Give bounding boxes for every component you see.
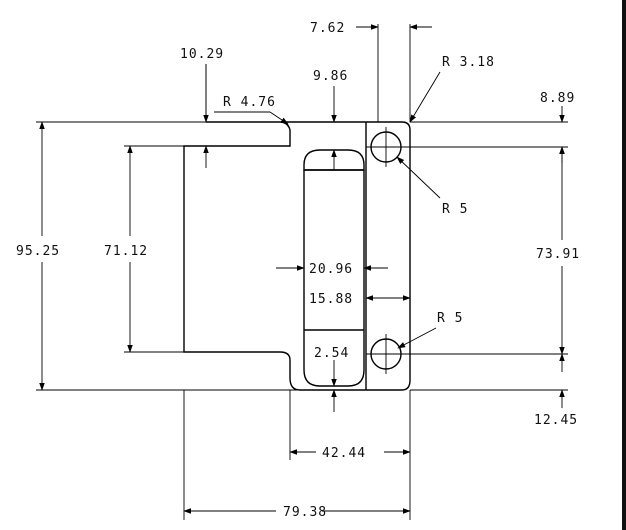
dim-slot-width: 9.86 bbox=[313, 69, 348, 84]
dimension-lines bbox=[39, 24, 565, 514]
window-edge bbox=[622, 0, 626, 530]
dim-hole-spacing: 7.62 bbox=[310, 21, 345, 36]
dim-hole-top-offset: 8.89 bbox=[540, 91, 575, 106]
dim-overall-height: 95.25 bbox=[16, 244, 60, 259]
dim-hole-spacing-vertical: 73.91 bbox=[536, 247, 580, 262]
dim-slot-center: 20.96 bbox=[309, 262, 353, 277]
dim-flange-width: 42.44 bbox=[322, 446, 366, 461]
dim-hole-radius-upper: R 5 bbox=[442, 202, 468, 217]
hole-upper bbox=[366, 127, 568, 167]
dim-slot-end: 2.54 bbox=[314, 346, 349, 361]
dimension-labels: 7.62 10.29 R 4.76 9.86 R 3.18 8.89 95.25… bbox=[16, 21, 580, 520]
dim-inner-height: 71.12 bbox=[104, 244, 148, 259]
dim-top-radius: R 4.76 bbox=[223, 95, 276, 110]
dim-slot-edge: 15.88 bbox=[309, 292, 353, 307]
extension-lines bbox=[36, 24, 568, 520]
dim-overall-width: 79.38 bbox=[283, 505, 327, 520]
dim-top-offset: 10.29 bbox=[180, 47, 224, 62]
dim-hole-radius-lower: R 5 bbox=[437, 311, 463, 326]
dim-corner-radius: R 3.18 bbox=[442, 55, 495, 70]
dim-bottom-offset: 12.45 bbox=[534, 413, 578, 428]
hole-lower bbox=[366, 334, 568, 374]
part-outline bbox=[183, 121, 411, 391]
